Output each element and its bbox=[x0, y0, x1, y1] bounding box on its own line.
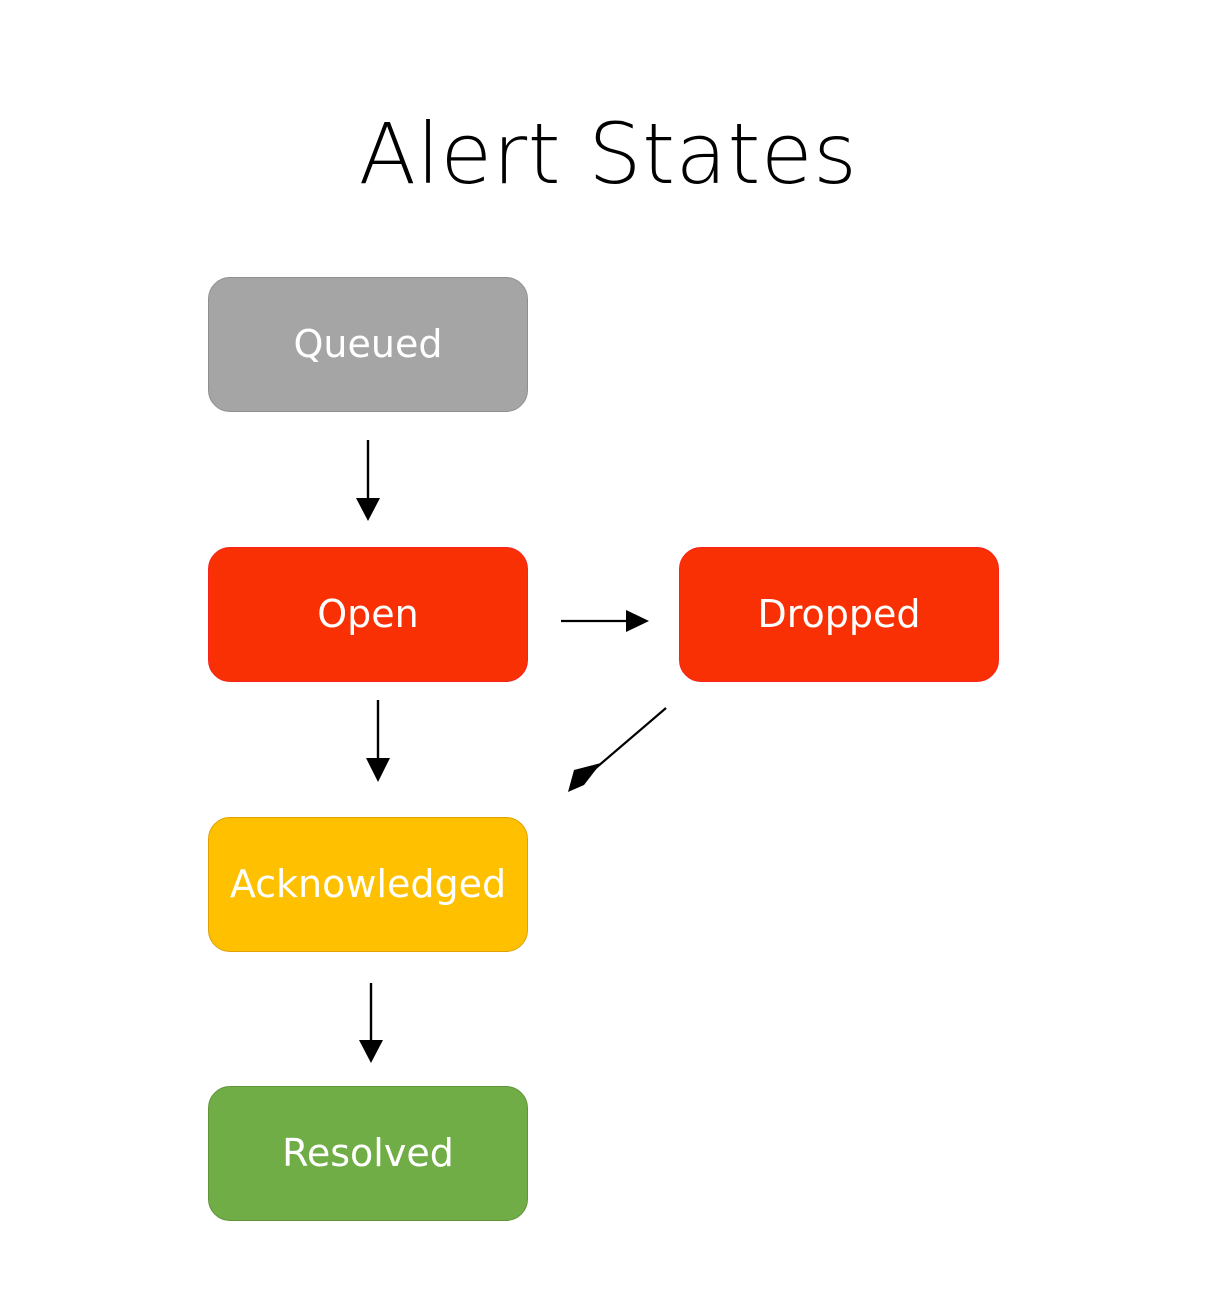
state-node-open[interactable]: Open bbox=[208, 547, 528, 682]
state-node-resolved-label: Resolved bbox=[282, 1130, 454, 1175]
page-title: Alert States bbox=[358, 105, 858, 203]
arrowhead-icon bbox=[366, 758, 390, 782]
arrowhead-icon bbox=[626, 610, 649, 632]
arrowhead-icon bbox=[359, 1040, 383, 1063]
state-node-resolved[interactable]: Resolved bbox=[208, 1086, 528, 1221]
state-node-dropped-label: Dropped bbox=[757, 591, 921, 636]
state-node-acknowledged-label: Acknowledged bbox=[229, 861, 507, 906]
state-node-acknowledged[interactable]: Acknowledged bbox=[208, 817, 528, 952]
state-node-queued[interactable]: Queued bbox=[208, 277, 528, 412]
arrowhead-icon bbox=[568, 763, 601, 792]
state-node-dropped[interactable]: Dropped bbox=[679, 547, 999, 682]
state-node-queued-label: Queued bbox=[293, 321, 443, 366]
state-node-open-label: Open bbox=[317, 591, 419, 636]
arrowhead-icon bbox=[356, 498, 380, 521]
